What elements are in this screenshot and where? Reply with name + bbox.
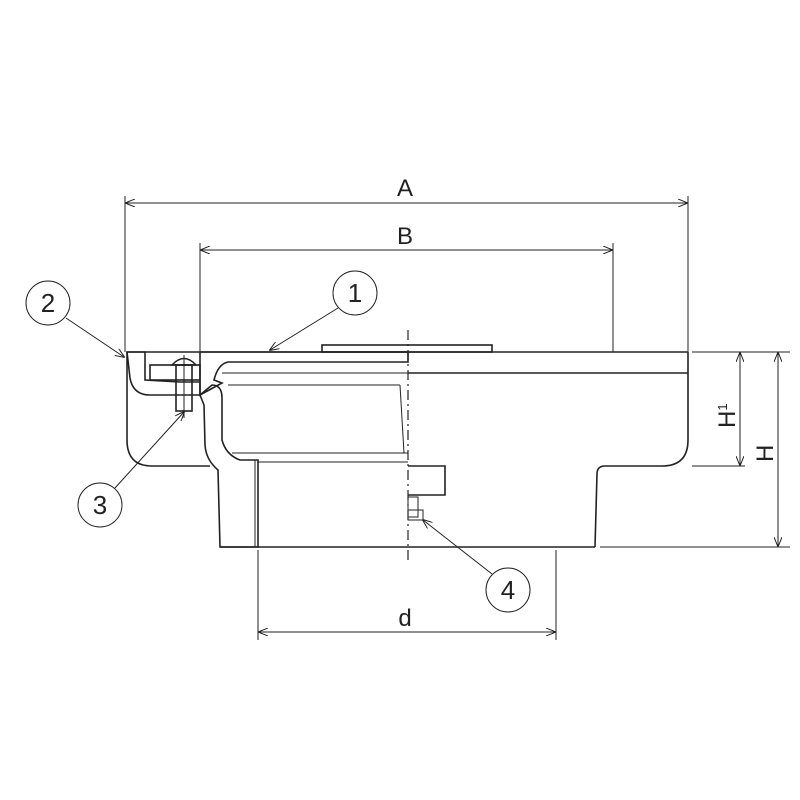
dimension-b: B — [199, 223, 614, 352]
hatched-section — [126, 351, 409, 548]
bolt — [149, 355, 201, 418]
callout-1: 1 — [270, 270, 378, 350]
svg-text:3: 3 — [93, 490, 107, 520]
dimension-b-label: B — [397, 223, 413, 250]
svg-text:1: 1 — [348, 278, 362, 308]
dimension-h1: H1 — [692, 351, 745, 467]
svg-text:2: 2 — [41, 288, 55, 318]
dimension-d: d — [257, 550, 557, 640]
dimension-a: A — [124, 175, 689, 352]
svg-text:4: 4 — [501, 575, 515, 605]
dimension-h1-label: H1 — [714, 403, 741, 428]
callout-3: 3 — [77, 412, 184, 528]
dimension-a-label: A — [397, 175, 413, 202]
callout-4: 4 — [423, 520, 531, 613]
dimension-d-label: d — [398, 605, 411, 632]
set-screw — [407, 496, 424, 521]
dimension-h: H — [600, 351, 790, 548]
callout-2: 2 — [25, 280, 124, 357]
dimension-h-label: H — [752, 445, 779, 462]
